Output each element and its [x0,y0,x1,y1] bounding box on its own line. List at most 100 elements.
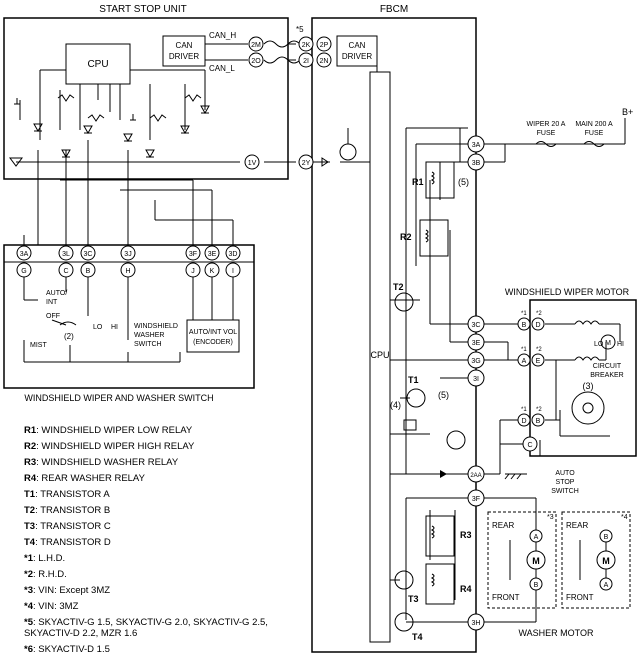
connector-terminal-H: H [120,262,136,278]
svg-text:(3): (3) [583,381,594,391]
svg-text:A: A [604,582,609,589]
fbcm-can-driver-l2: DRIVER [342,52,372,61]
washer-pump-except-3mz [487,511,557,609]
fbcm-diode [440,470,447,478]
pump1-motor: M [526,550,546,570]
connector-terminal-3D: 3D [225,245,241,261]
legend-item: R3: WINDSHIELD WASHER RELAY [24,457,179,468]
svg-text:B: B [522,322,527,329]
svg-text:3E: 3E [472,340,481,347]
ground-symbol [504,473,527,480]
svg-text:K: K [210,268,215,275]
b-plus-label: B+ [622,107,633,117]
svg-text:D: D [521,418,526,425]
circuit-breaker-l1: CIRCUIT [593,363,622,370]
encoder-l1: AUTO/INT VOL [189,329,237,336]
switch-auto-int-l1: AUTO/ [46,290,67,297]
switch-note-2: (2) [64,332,74,341]
legend-item: *5: SKYACTIV-G 1.5, SKYACTIV-G 2.0, SKYA… [24,617,268,628]
svg-text:R2: R2 [400,232,412,242]
mark-2b: *2 [536,347,542,353]
svg-text:H: H [125,268,130,275]
relay-r4: R4 [425,563,472,605]
ssu-terminal-2O: 2O [248,52,264,68]
svg-text:3F: 3F [472,496,480,503]
fbcm-terminal-2N: 2N [316,52,332,68]
svg-text:2O: 2O [251,58,261,65]
connector-terminal-I: I [225,262,241,278]
fbcm-terminal-3C: 3C [467,315,485,333]
svg-text:I: I [232,268,234,275]
svg-text:B: B [536,418,541,425]
motor-terminal-b-lhd: B [517,317,531,331]
switch-hi: HI [111,324,118,331]
pump2-front: FRONT [566,593,594,602]
fbcm-box [311,17,477,653]
relay-r1: R1 [412,161,455,199]
svg-text:R3: R3 [460,530,472,540]
svg-text:2I: 2I [303,58,309,65]
callout-5a: (5) [458,177,469,187]
relay-r2: R2 [400,219,449,257]
wiper-fuse-l2: FUSE [537,130,556,137]
legend-item: SKYACTIV-D 2.2, MZR 1.6 [24,628,137,639]
start-stop-unit-title: START STOP UNIT [99,4,186,15]
can-twisted-pair [263,40,301,64]
pump2-motor: M [596,550,616,570]
encoder-l2: (ENCODER) [193,339,233,346]
motor-lo-label: LO [594,341,604,348]
auto-stop-l3: SWITCH [551,488,579,495]
legend-item: T4: TRANSISTOR D [24,537,111,548]
switch-mist: MIST [30,342,47,349]
fbcm-terminal-3A: 3A [467,135,485,153]
connector-terminal-3C: 3C [80,245,96,261]
svg-text:3A: 3A [20,251,29,258]
fbcm-terminal-2AA: 2AA [467,465,485,483]
connector-terminal-3A: 3A [16,245,32,261]
ssu-terminal-1V: 1V [244,154,260,170]
callout-4: (4) [390,400,401,410]
fbcm-terminal-2Y: 2Y [298,154,314,170]
mark-2c: *2 [536,407,542,413]
fbcm-input-transistor [313,128,370,167]
svg-text:3L: 3L [62,251,70,258]
pump2-rear: REAR [566,521,588,530]
pump1-front: FRONT [492,593,520,602]
svg-text:M: M [602,556,610,566]
svg-text:G: G [21,268,26,275]
wiper-motor-title: WINDSHIELD WIPER MOTOR [505,287,630,297]
legend-item: *4: VIN: 3MZ [24,601,79,612]
fbcm-terminal-3G: 3G [467,351,485,369]
legend-item: R1: WINDSHIELD WIPER LOW RELAY [24,425,193,436]
ssu-can-driver-l2: DRIVER [169,52,199,61]
ssu-can-driver [162,35,206,67]
svg-text:M: M [532,556,540,566]
fbcm-terminal-3I: 3I [467,369,485,387]
switch-auto-int-l2: INT [46,299,58,306]
fbcm-terminal-3H: 3H [467,613,485,631]
svg-text:2M: 2M [251,42,261,49]
svg-text:T3: T3 [408,594,419,604]
svg-text:B: B [86,268,91,275]
connector-terminal-J: J [185,262,201,278]
auto-stop-cam: (3) [571,381,605,425]
legend-item: *1: L.H.D. [24,553,65,564]
svg-text:D: D [535,322,540,329]
fbcm-terminal-3B: 3B [467,153,485,171]
circuit-breaker-l2: BREAKER [590,372,623,379]
motor-terminal-d: D [531,317,545,331]
switch-lo: LO [93,324,103,331]
legend-item: T1: TRANSISTOR A [24,489,110,500]
legend-item: R4: REAR WASHER RELAY [24,473,146,484]
ssu-diodes [33,105,210,159]
transistor-t4: T4 [394,612,423,642]
legend-item: T2: TRANSISTOR B [24,505,110,516]
washer-pump-3mz [561,511,631,609]
can-h-label: CAN_H [209,31,236,40]
svg-text:2N: 2N [320,58,329,65]
svg-text:A: A [534,534,539,541]
